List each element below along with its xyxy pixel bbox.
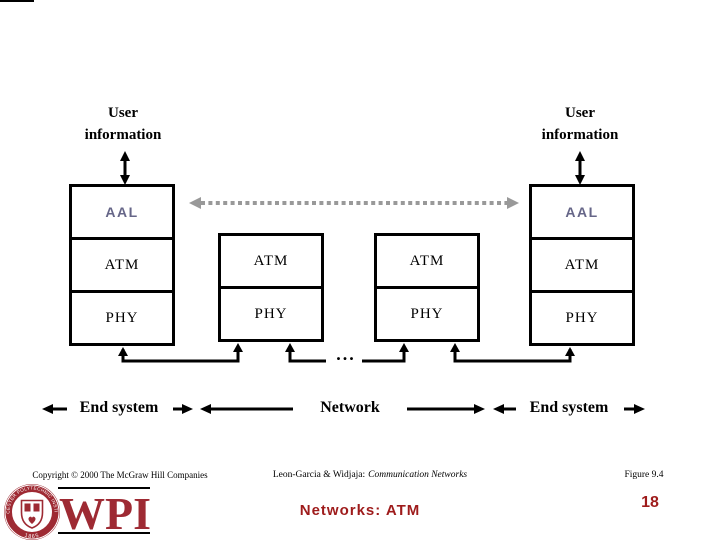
wpi-wordmark: WPI (58, 487, 151, 539)
phy-link-arrow-2 (285, 343, 326, 363)
wpi-letters: WPI (59, 488, 151, 539)
network-label: Network (320, 399, 380, 416)
wpi-seal-icon: WORCESTER POLYTECHNIC INSTITUTE 1865 (2, 483, 60, 540)
protocol-stack-end-system-left: AAL ATM PHY (69, 184, 175, 346)
protocol-stack-switch-right: ATM PHY (374, 233, 480, 342)
protocol-stack-switch-left: ATM PHY (218, 233, 324, 342)
user-info-double-arrow-right (575, 151, 585, 185)
end-system-label-left: End system (79, 399, 159, 416)
protocol-stack-end-system-right: AAL ATM PHY (529, 184, 635, 346)
layer-phy: PHY (72, 290, 172, 343)
end-system-label-right: End system (529, 399, 609, 416)
layer-atm: ATM (72, 237, 172, 290)
layer-atm: ATM (253, 252, 289, 269)
layer-atm: ATM (532, 237, 632, 290)
user-information-label-right: User information (541, 105, 619, 143)
layer-atm: ATM (409, 252, 445, 269)
copyright-notice: Copyright © 2000 The McGraw Hill Compani… (32, 470, 208, 480)
layer-phy: PHY (377, 286, 477, 339)
figure-number: Figure 9.4 (624, 470, 664, 480)
phy-link-arrow-3 (362, 343, 409, 363)
book-citation: Leon-Garcia & Widjaja:Communication Netw… (250, 470, 490, 480)
wpi-logo: WORCESTER POLYTECHNIC INSTITUTE 1865 WPI (2, 483, 151, 540)
layer-phy: PHY (532, 290, 632, 343)
layer-aal: AAL (105, 204, 139, 220)
network-ellipsis: ... (336, 344, 356, 364)
layer-phy: PHY (221, 286, 321, 339)
course-slide-title: Networks: ATM (299, 502, 421, 519)
user-info-double-arrow-left (120, 151, 130, 185)
aal-peer-dotted-arrow (189, 197, 519, 209)
user-information-label-left: User information (84, 105, 162, 143)
svg-text:1865: 1865 (24, 533, 41, 540)
layer-aal: AAL (565, 204, 599, 220)
top-edge-artifact (0, 0, 34, 2)
seal-year-text: 1865 (24, 533, 40, 540)
slide-page-number: 18 (641, 494, 659, 511)
citation-book-title: Communication Networks (368, 470, 468, 480)
citation-authors: Leon-Garcia & Widjaja: (272, 470, 366, 480)
